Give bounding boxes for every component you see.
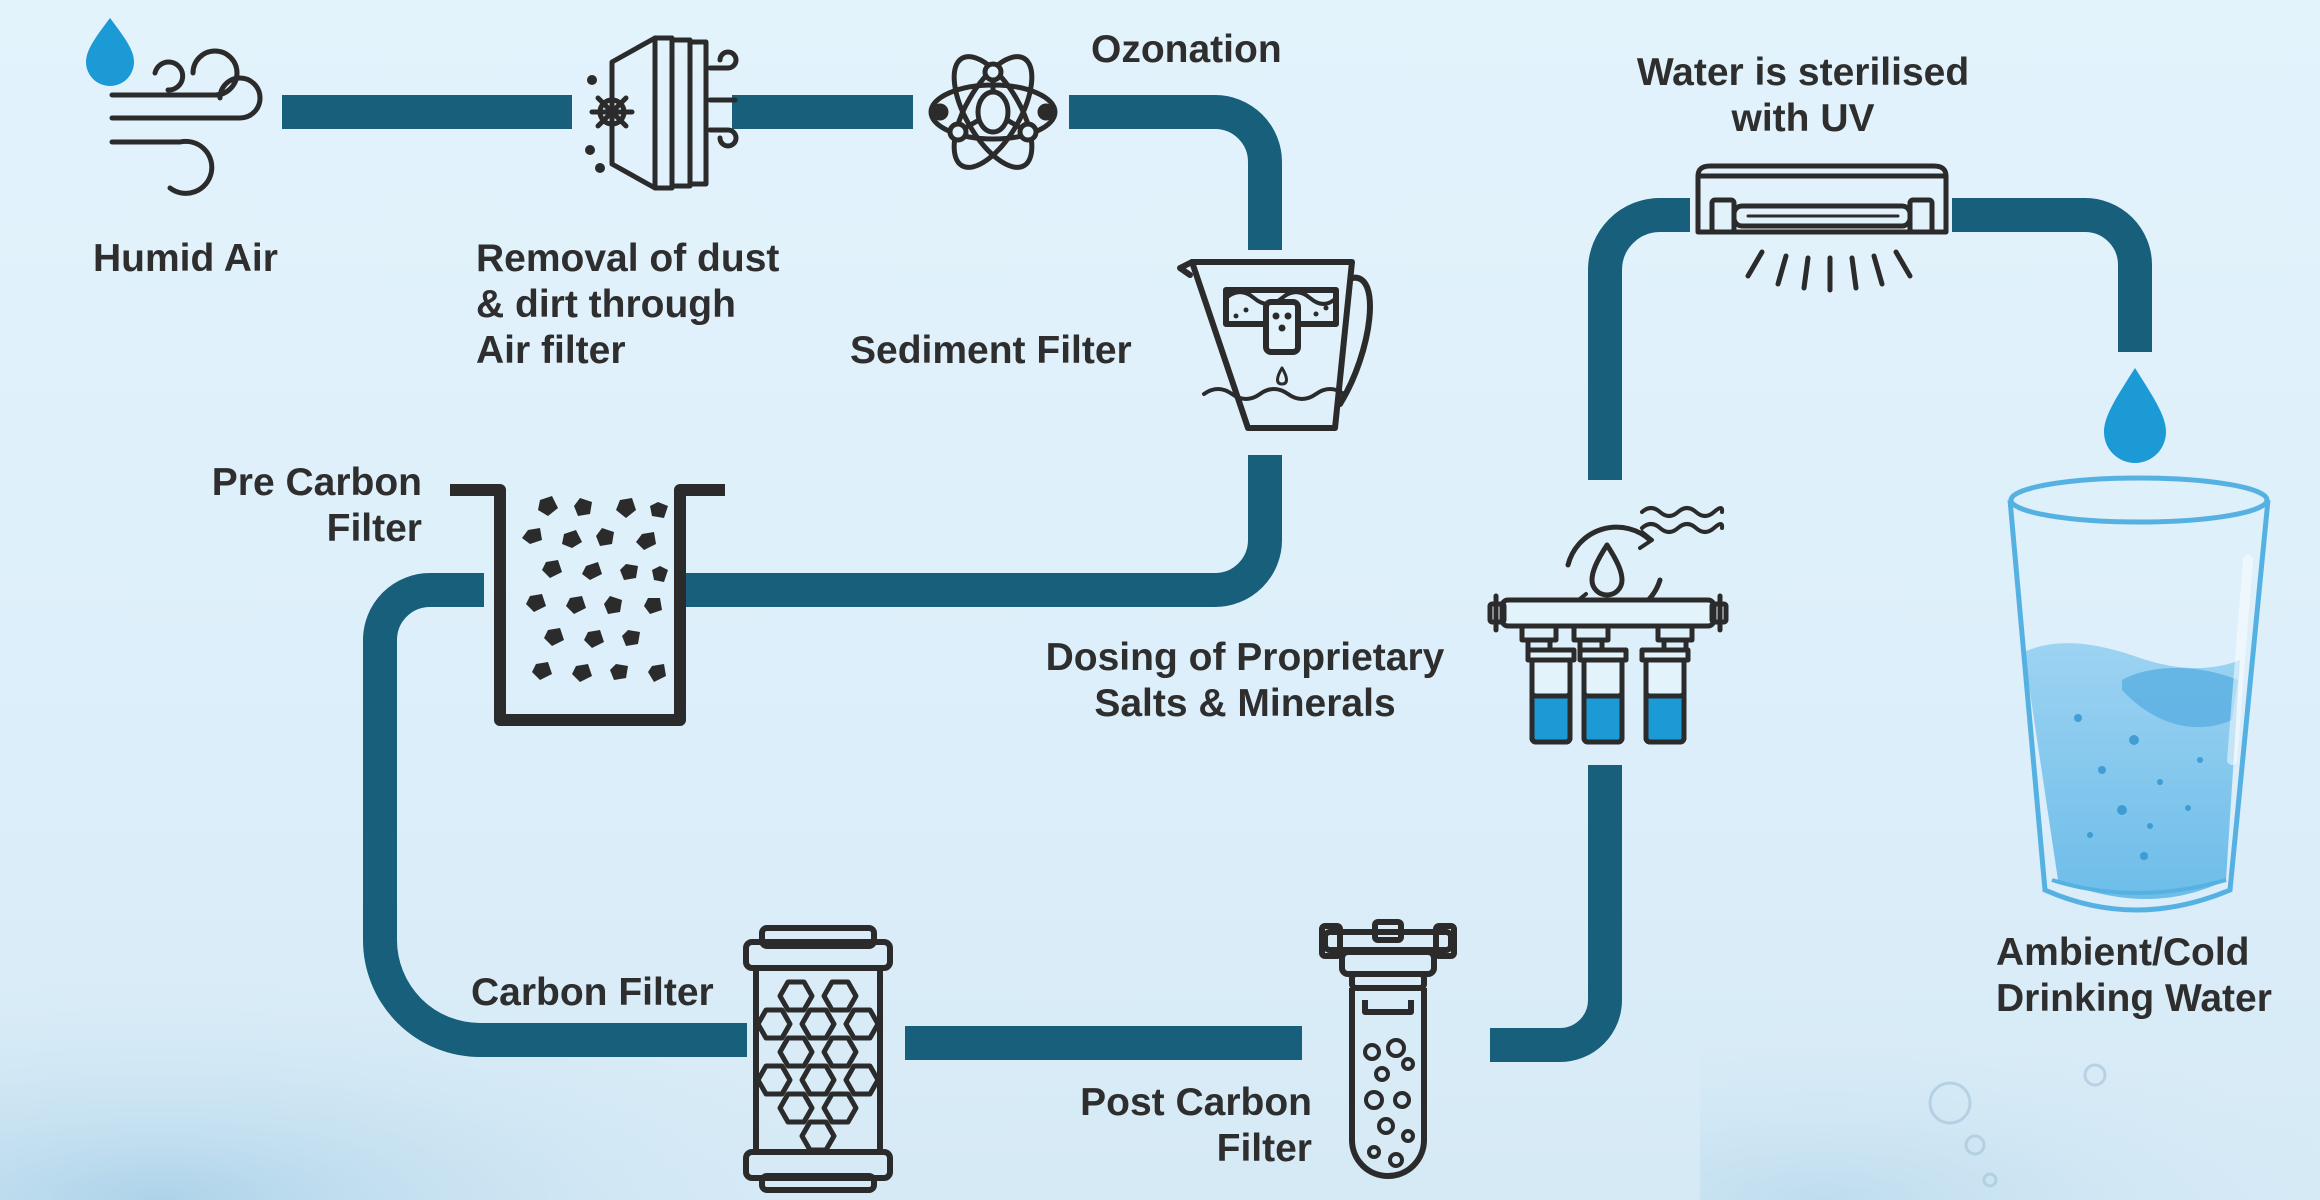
pipe-precarbon-to-carbon	[363, 573, 747, 1057]
label-line: Air filter	[476, 329, 626, 372]
pipe-network	[282, 95, 2152, 1062]
label-line: & dirt through	[476, 283, 736, 326]
pipe-dosing-to-uv	[1588, 198, 1690, 480]
label-sediment-filter: Sediment Filter	[850, 328, 1132, 374]
ozone-molecule-icon	[928, 54, 1058, 170]
label-line: Carbon Filter	[471, 971, 714, 1014]
air-filter-icon	[585, 35, 739, 191]
label-line: Sediment Filter	[850, 329, 1132, 372]
label-line: Ozonation	[1091, 28, 1282, 71]
wind-droplet-icon	[86, 18, 263, 196]
label-line: Dosing of Proprietary	[1045, 636, 1445, 679]
label-line: Removal of dust	[476, 237, 780, 280]
label-line: Water is sterilised	[1636, 51, 1970, 94]
pipe-sediment-to-precarbon	[686, 455, 1282, 607]
mineral-dosing-unit-icon	[1487, 506, 1729, 745]
label-line: Ambient/Cold	[1996, 931, 2250, 974]
pipe-postcarbon-to-dosing	[1490, 765, 1622, 1062]
label-drinking-water: Ambient/Cold Drinking Water	[1996, 930, 2272, 1022]
label-pre-carbon-filter: Pre Carbon Filter	[178, 460, 422, 552]
label-line: Pre Carbon	[211, 461, 422, 504]
label-dosing: Dosing of Proprietary Salts & Minerals	[1020, 635, 1470, 727]
label-line: Post Carbon	[1080, 1081, 1312, 1124]
water-glass-icon	[2007, 368, 2271, 913]
label-humid-air: Humid Air	[93, 236, 278, 282]
label-line: Filter	[1216, 1127, 1312, 1170]
pipe-ozone-to-sediment	[1069, 95, 1282, 250]
uv-lamp-icon	[1695, 163, 1949, 293]
label-uv: Water is sterilised with UV	[1590, 50, 2016, 142]
label-carbon-filter: Carbon Filter	[471, 970, 714, 1016]
post-carbon-cartridge-icon	[1319, 919, 1457, 1179]
label-post-carbon-filter: Post Carbon Filter	[1020, 1080, 1312, 1172]
label-line: Salts & Minerals	[1094, 682, 1396, 725]
carbon-cartridge-icon	[743, 925, 893, 1193]
drop-icon	[2104, 368, 2166, 463]
label-air-filter: Removal of dust & dirt through Air filte…	[476, 236, 779, 374]
label-line: with UV	[1731, 97, 1875, 140]
carbon-bed-icon	[450, 484, 725, 726]
label-line: Drinking Water	[1996, 977, 2272, 1020]
pipe-uv-to-glass	[1952, 198, 2152, 352]
label-line: Filter	[326, 507, 422, 550]
label-ozonation: Ozonation	[1091, 27, 1282, 73]
filter-jug-icon	[1177, 259, 1373, 431]
label-line: Humid Air	[93, 237, 278, 280]
